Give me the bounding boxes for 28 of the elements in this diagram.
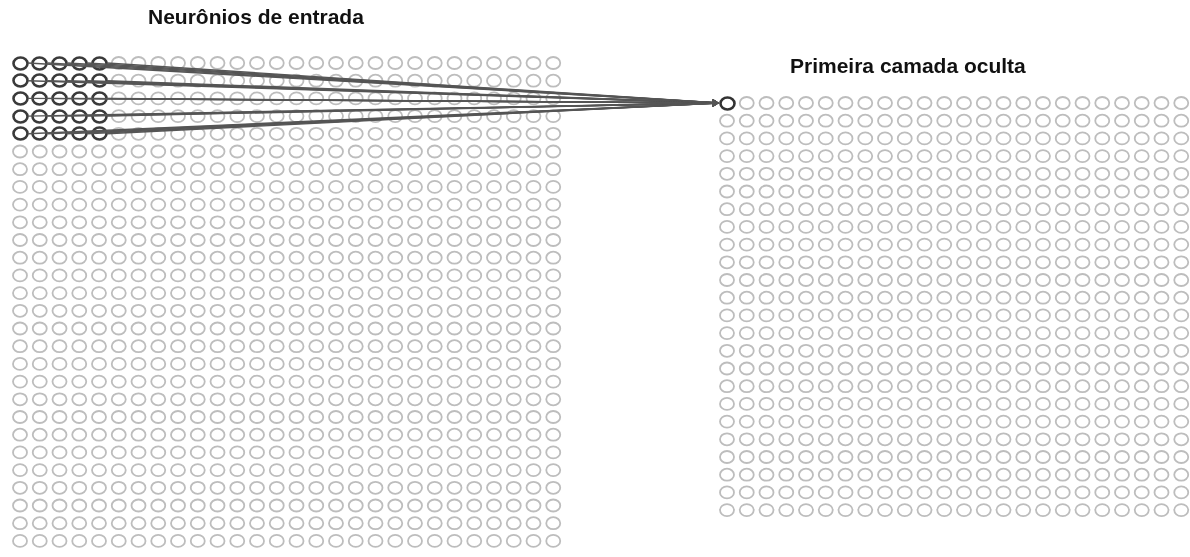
neuron-circle (51, 90, 68, 106)
neuron-circle (90, 90, 108, 106)
neuron-circle (90, 73, 108, 89)
layer-title: Primeira camada oculta (790, 54, 1026, 78)
neuron-circle (51, 73, 68, 89)
neuron-circle (90, 108, 108, 124)
neuron-circle (11, 55, 29, 71)
neuron-circle (11, 73, 29, 89)
neuron-circle (70, 108, 88, 124)
neuron-circle (70, 73, 88, 89)
neuron-circle (718, 95, 736, 111)
neuron-circle (70, 126, 88, 142)
neuron-circle (51, 55, 68, 71)
neuron-circle (51, 126, 68, 142)
neuron-circle (31, 108, 49, 124)
neuron-circle (31, 126, 49, 142)
neuron-circle (31, 90, 49, 106)
neuron-circle (11, 108, 29, 124)
neuron-circle (11, 90, 29, 106)
neuron-circle (70, 55, 88, 71)
neuron-circle (11, 126, 29, 142)
neuron-circle (31, 73, 49, 89)
neuron-circle (90, 55, 108, 71)
layer-title: Neurônios de entrada (148, 5, 364, 29)
neuron-circle (90, 126, 108, 142)
neuron-circle (70, 90, 88, 106)
neuron-circle (51, 108, 68, 124)
neuron-circle (31, 55, 49, 71)
